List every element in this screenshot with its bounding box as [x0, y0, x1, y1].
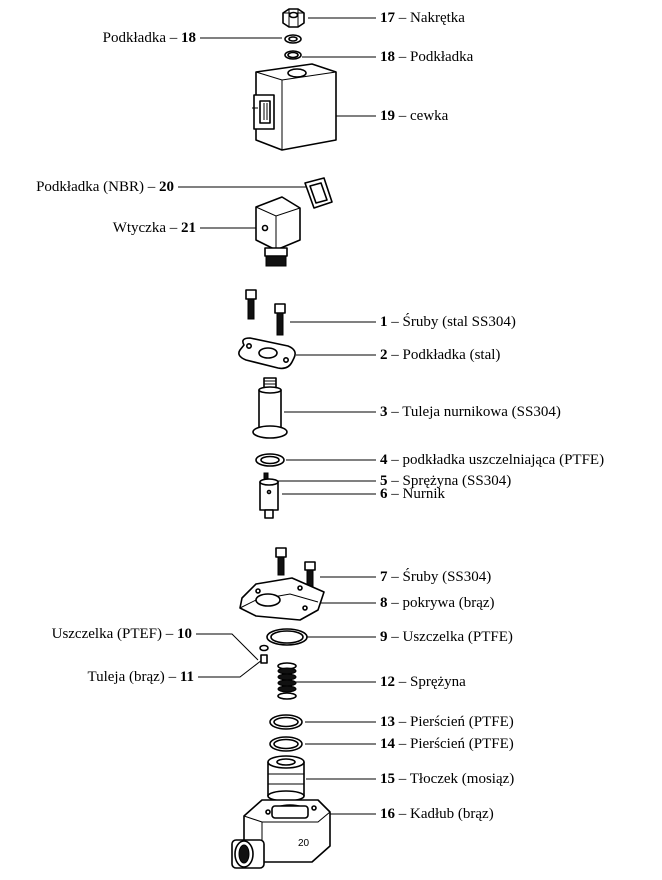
- callout-8: 8 – pokrywa (brąz): [380, 595, 495, 611]
- callout-1: 1 – Śruby (stal SS304): [380, 314, 516, 330]
- part-17-nut: [282, 8, 305, 28]
- callout-6: 6 – Nurnik: [380, 486, 445, 502]
- callout-15: 15 – Tłoczek (mosiąz): [380, 771, 515, 787]
- callout-13: 13 – Pierścień (PTFE): [380, 714, 514, 730]
- callout-21: Wtyczka – 21: [112, 220, 196, 236]
- part-10-seal: [259, 644, 269, 652]
- part-1-screws: [245, 289, 286, 336]
- part-18-washer: [284, 34, 302, 60]
- part-4-seal-washer: [255, 453, 285, 467]
- callout-19: 19 – cewka: [380, 108, 449, 124]
- callout-9: 9 – Uszczelka (PTFE): [380, 629, 513, 645]
- part-21-plug: [255, 196, 301, 267]
- callout-5: 5 – Sprężyna (SS304): [380, 473, 512, 489]
- part-9-gasket: [266, 628, 308, 646]
- part-8-cover: [239, 577, 325, 621]
- callout-18-left: Podkładka – 18: [102, 30, 196, 46]
- part-15-piston: [267, 755, 305, 802]
- part-19-coil: [252, 63, 337, 151]
- part-6-plunger: [259, 478, 279, 519]
- body-marking: 20: [298, 838, 310, 849]
- callout-11: Tuleja (brąz) – 11: [87, 669, 194, 685]
- part-7-screws: [275, 547, 316, 587]
- callout-20: Podkładka (NBR) – 20: [36, 179, 174, 195]
- callout-2: 2 – Podkładka (stal): [380, 347, 501, 363]
- callout-12: 12 – Sprężyna: [380, 674, 466, 690]
- callout-7: 7 – Śruby (SS304): [380, 569, 492, 585]
- leader-lines: [178, 17, 376, 815]
- callout-16: 16 – Kadłub (brąz): [380, 806, 494, 822]
- callout-4: 4 – podkładka uszczelniająca (PTFE): [380, 452, 605, 468]
- callout-3: 3 – Tuleja nurnikowa (SS304): [380, 404, 561, 420]
- part-11-bushing: [260, 654, 268, 664]
- part-3-plunger-tube: [252, 377, 288, 439]
- part-12-spring: [277, 662, 297, 700]
- callout-17: 17 – Nakrętka: [380, 10, 465, 26]
- callout-10: Uszczelka (PTEF) – 10: [51, 626, 192, 642]
- part-20-gasket: [304, 177, 333, 209]
- part-2-washer: [238, 337, 296, 370]
- callout-14: 14 – Pierścień (PTFE): [380, 736, 514, 752]
- part-14-ring: [269, 736, 303, 752]
- callout-18: 18 – Podkładka: [380, 49, 474, 65]
- part-16-body: 20: [231, 799, 331, 869]
- part-13-ring: [269, 714, 303, 730]
